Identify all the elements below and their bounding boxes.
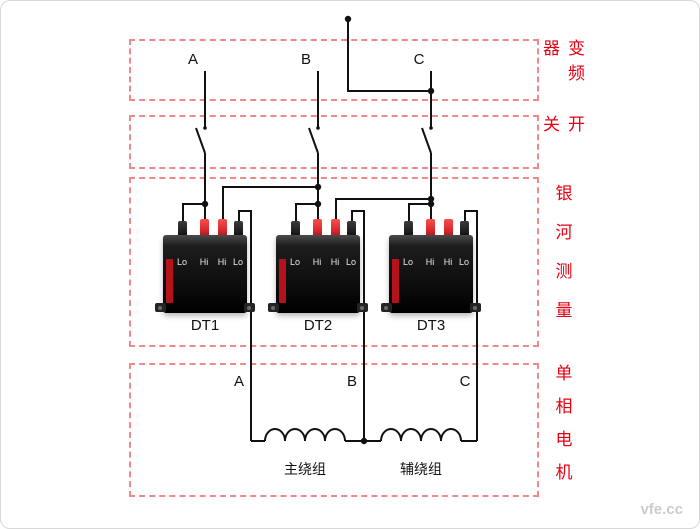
switch-c-blade (421, 127, 432, 154)
phase-c-circuit (408, 71, 478, 441)
phase-b-lo-lead (295, 203, 318, 221)
switch-b-contact-dot (316, 126, 320, 130)
terminal-post-hi-right (331, 219, 340, 239)
supply-wire-segment (347, 19, 431, 92)
phase-a-circuit (182, 71, 322, 441)
terminal-label-hi: Hi (312, 257, 322, 267)
device-red-stripe (166, 259, 173, 303)
terminal-post-hi-left (313, 219, 322, 239)
terminal-label-hi: Hi (425, 257, 435, 267)
terminal-label-hi: Hi (199, 257, 209, 267)
phase-label-b-top: B (300, 51, 311, 68)
terminal-label-lo: Lo (458, 257, 469, 267)
motor-section-box (129, 363, 539, 497)
device-red-stripe (279, 259, 286, 303)
winding-junction-dot (360, 437, 368, 445)
motor-winding-bus (251, 428, 477, 445)
aux-winding-coil (380, 428, 462, 442)
device-name-dt2: DT2 (303, 317, 333, 334)
watermark: vfe.cc (640, 501, 683, 518)
phase-label-a-top: A (187, 51, 198, 68)
terminal-label-hi: Hi (217, 257, 227, 267)
switch-c-contact-dot (429, 126, 433, 130)
terminal-post-hi-left (200, 219, 209, 239)
phase-a-lo-lead (182, 203, 205, 221)
terminal-post-hi-right (444, 219, 453, 239)
terminal-post-lo-right (347, 221, 356, 239)
section-label-inverter: 变频器 (540, 39, 584, 89)
main-winding-coil (264, 428, 346, 442)
section-label-switch: 开关 (540, 115, 584, 148)
main-winding-label: 主绕组 (284, 461, 326, 477)
dt2-output-wire (351, 210, 365, 441)
terminal-post-lo-right (234, 221, 243, 239)
terminal-post-lo-left (178, 221, 187, 239)
mounting-flange (381, 303, 392, 312)
terminal-label-lo: Lo (345, 257, 356, 267)
terminal-post-hi-right (218, 219, 227, 239)
phase-c-lo-lead (408, 203, 431, 221)
terminal-label-hi: Hi (330, 257, 340, 267)
device-body: Lo Hi Hi Lo (268, 235, 368, 313)
dt2-voltage-link-wire (335, 198, 431, 221)
device-name-dt3: DT3 (416, 317, 446, 334)
mounting-flange (357, 303, 368, 312)
terminal-post-hi-left (426, 219, 435, 239)
mounting-flange (268, 303, 279, 312)
terminal-label-hi: Hi (443, 257, 453, 267)
phase-label-c-top: C (413, 51, 425, 68)
power-sensor-dt2: Lo Hi Hi Lo (268, 219, 368, 313)
phase-label-c-bottom: C (459, 373, 471, 390)
device-name-dt1: DT1 (190, 317, 220, 334)
terminal-label-lo: Lo (402, 257, 413, 267)
mounting-flange (244, 303, 255, 312)
phase-label-a-bottom: A (233, 373, 244, 390)
supply-feed-wire (344, 15, 435, 95)
phase-b-circuit (295, 71, 435, 441)
terminal-label-lo: Lo (289, 257, 300, 267)
section-label-motor: 单相电机 (552, 364, 572, 496)
terminal-label-lo: Lo (232, 257, 243, 267)
dt1-output-wire (238, 210, 252, 441)
device-body: Lo Hi Hi Lo (381, 235, 481, 313)
aux-winding-label: 辅绕组 (400, 461, 442, 477)
power-sensor-dt3: Lo Hi Hi Lo (381, 219, 481, 313)
terminal-post-lo-left (291, 221, 300, 239)
inverter-section-box (129, 39, 539, 101)
mounting-flange (470, 303, 481, 312)
section-label-measurement: 银河测量 (552, 184, 572, 340)
measurement-section-box (129, 177, 539, 347)
device-red-stripe (392, 259, 399, 303)
power-sensor-dt1: Lo Hi Hi Lo (155, 219, 255, 313)
dt1-voltage-link-wire (222, 186, 318, 221)
terminal-post-lo-right (460, 221, 469, 239)
switch-a-contact-dot (203, 126, 207, 130)
switch-section-box (129, 115, 539, 169)
terminal-post-lo-left (404, 221, 413, 239)
terminal-label-lo: Lo (176, 257, 187, 267)
dt3-output-wire (464, 210, 478, 441)
switch-b-blade (308, 127, 319, 154)
device-body: Lo Hi Hi Lo (155, 235, 255, 313)
mounting-flange (155, 303, 166, 312)
phase-label-b-bottom: B (346, 373, 357, 390)
switch-a-blade (195, 127, 206, 154)
